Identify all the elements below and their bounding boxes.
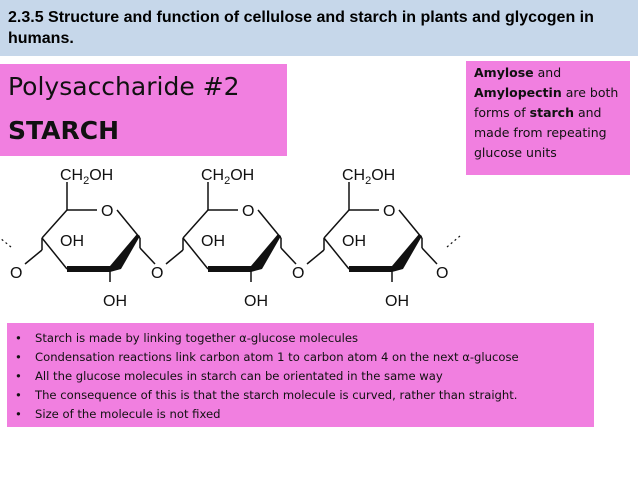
glucose-unit-3 [306,181,438,283]
glucose-unit-1 [24,181,156,283]
ring-oxygen-label: O [383,203,395,220]
note-line-2: Amylopectin are both [474,83,630,103]
glycosidic-oxygen-label: O [151,265,163,282]
note-line-4: made from repeating [474,125,607,140]
hydroxyl-label: OH [385,293,409,310]
note-line-1: Amylose and [474,63,630,83]
starch-facts-list: Starch is made by linking together α-glu… [15,329,590,424]
glycosidic-oxygen-label: O [292,265,304,282]
glucose-unit-2 [165,181,297,283]
note-amylopectin: Amylopectin [474,85,562,100]
note-and-2: and [573,105,602,120]
note-and: and [533,65,562,80]
ring-oxygen-label: O [242,203,254,220]
fact-item: All the glucose molecules in starch can … [15,367,590,386]
starch-molecule-diagram: CH2OH CH2OH CH2OH O O O OH OH OH OH OH O… [0,167,461,310]
ch2oh-label: CH2OH [201,167,254,187]
ch2oh-label: CH2OH [60,167,113,187]
fact-item: Size of the molecule is not fixed [15,405,590,424]
title-line-polysaccharide: Polysaccharide #2 [8,72,240,101]
hydroxyl-label: OH [342,233,366,250]
glycosidic-oxygen-label: O [436,265,448,282]
ch2oh-label: CH2OH [342,167,395,187]
note-forms-of: forms of [474,105,530,120]
slide-header: 2.3.5 Structure and function of cellulos… [0,0,638,56]
hydroxyl-label: OH [103,293,127,310]
title-box: Polysaccharide #2 STARCH [0,64,287,156]
fact-item: The consequence of this is that the star… [15,386,590,405]
note-line-5: glucose units [474,145,557,160]
title-line-starch: STARCH [8,116,119,145]
glycosidic-oxygen-label: O [10,265,22,282]
fact-item: Starch is made by linking together α-glu… [15,329,590,348]
amylose-note-box: Amylose and Amylopectin are both forms o… [466,61,630,175]
hydroxyl-label: OH [201,233,225,250]
hydroxyl-label: OH [60,233,84,250]
hydroxyl-label: OH [244,293,268,310]
note-line-3: forms of starch and [474,103,630,123]
slide-heading: 2.3.5 Structure and function of cellulos… [8,9,594,47]
fact-item: Condensation reactions link carbon atom … [15,348,590,367]
ring-oxygen-label: O [101,203,113,220]
note-are-both: are both [561,85,619,100]
note-amylose: Amylose [474,65,534,80]
note-starch: starch [529,105,574,120]
starch-facts-box: Starch is made by linking together α-glu… [7,323,594,427]
